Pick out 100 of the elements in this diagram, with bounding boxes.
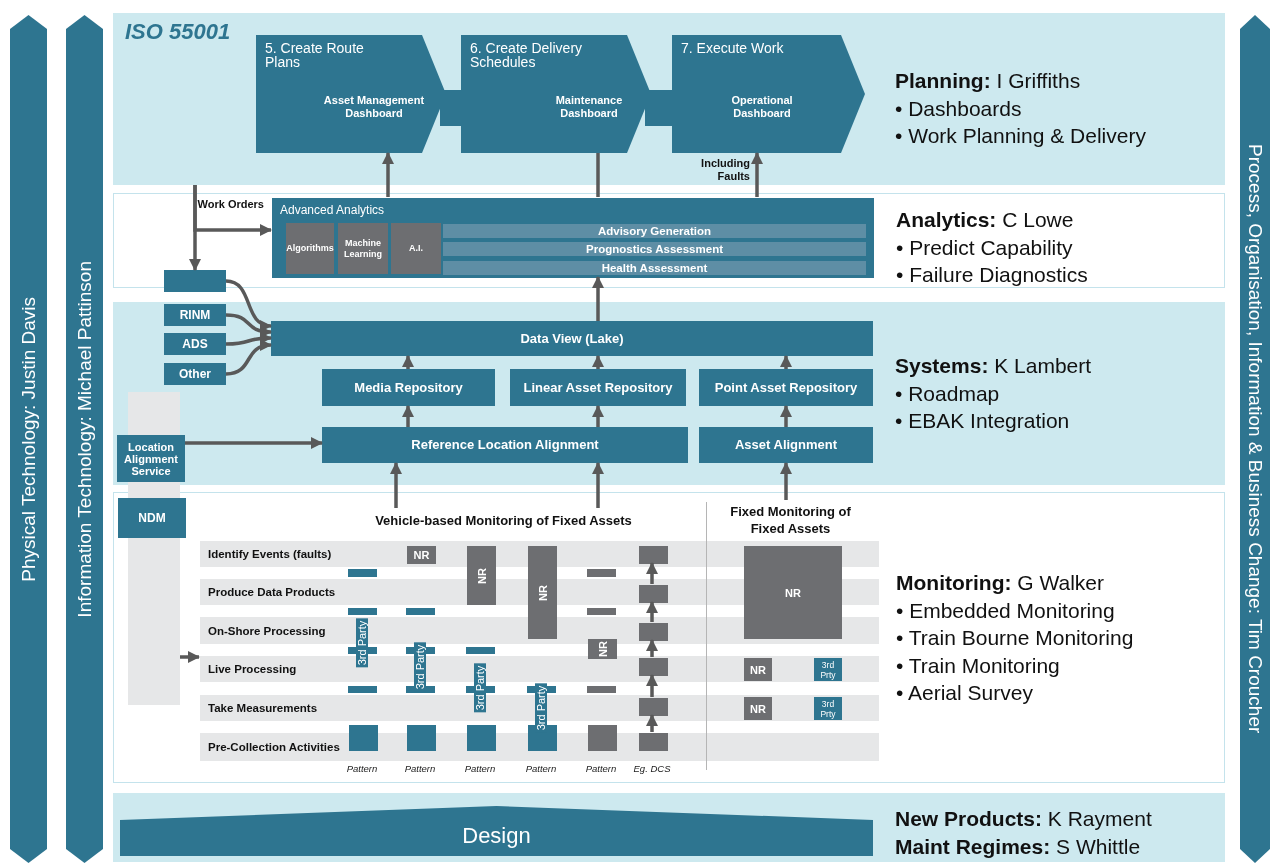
step-title: 7. Execute Work (681, 41, 784, 55)
arrow (780, 355, 792, 369)
panel-heading: Advanced Analytics (280, 203, 385, 217)
step-title: 5. Create Route Plans (265, 41, 365, 69)
third-party-box (814, 658, 842, 681)
pattern-box (467, 725, 496, 751)
column-caption: Pattern (404, 762, 436, 774)
arrow (390, 462, 402, 508)
edge-label: Work Orders (196, 198, 264, 211)
pattern-box (349, 725, 378, 751)
column-caption: Eg. DCS (633, 762, 671, 774)
arrow (592, 355, 604, 369)
bullet-item: • Predict Capability (896, 234, 1073, 261)
stage-name: Take Measurements (208, 702, 318, 714)
connector-line (596, 153, 600, 197)
column-caption: Pattern (464, 762, 496, 774)
stage-name: Live Processing (208, 663, 297, 675)
system-name: Media Repository (354, 380, 463, 395)
system-box (510, 369, 686, 406)
analysis-name: Health Assessment (601, 261, 708, 275)
design-banner (120, 806, 873, 856)
nr-box (744, 658, 772, 681)
system-box (164, 304, 226, 326)
status-text: NR (536, 584, 549, 601)
section-heading: Fixed Monitoring of Fixed Assets (723, 501, 858, 539)
process-box (639, 585, 668, 603)
arrow (592, 462, 604, 508)
banner-text: Physical Technology: Justin Davis (17, 296, 40, 582)
arrow (646, 562, 658, 584)
status-text: NR (413, 549, 430, 561)
system-name: Asset Alignment (734, 438, 838, 452)
method-name: Machine Learning (343, 237, 383, 260)
column-caption: Pattern (346, 762, 378, 774)
system-name: Location Alignment Service (123, 440, 179, 477)
bullet-item: • Embedded Monitoring (896, 597, 1115, 624)
system-box (164, 363, 226, 385)
bullet-item: • Work Planning & Delivery (895, 123, 1146, 149)
dashboard-name: Maintenance Dashboard (554, 94, 624, 120)
owner-line: Maint Regimes: S Whittle (895, 833, 1141, 860)
system-name: NDM (138, 511, 166, 525)
method-box (286, 223, 334, 274)
bullet-item: • Failure Diagnostics (896, 262, 1088, 288)
banner-text: Process, Organisation, Information & Business Change: Tim Croucher (1244, 144, 1266, 734)
dashboard-name: Operational Dashboard (730, 94, 794, 120)
process-box (639, 623, 668, 641)
system-name: ADS (182, 337, 208, 351)
section-heading: Vehicle-based Monitoring of Fixed Assets (336, 509, 671, 531)
arrow (382, 152, 394, 197)
arrow (402, 355, 414, 369)
bullet-item: • Train Monitoring (896, 652, 1060, 679)
system-name: Linear Asset Repository (523, 380, 673, 395)
method-box (338, 223, 388, 274)
analysis-name: Prognostics Assessment (586, 242, 723, 256)
bullet-item: • Roadmap (895, 380, 1000, 407)
provider-label: 3rd Party (414, 642, 426, 692)
method-name: Algorithms (286, 243, 334, 254)
stage-name: Identify Events (faults) (208, 548, 332, 560)
owner-line: New Products: K Rayment (895, 806, 1152, 832)
system-box (118, 498, 186, 538)
process-box (639, 546, 668, 564)
owner-line: Monitoring: G Walker (896, 570, 1105, 596)
dashboard-name: Asset Management Dashboard (322, 94, 426, 120)
nr-box (467, 546, 496, 605)
owner-line: Systems: K Lambert (895, 353, 1092, 379)
layer-band (113, 793, 1225, 862)
analysis-bar (443, 242, 866, 256)
system-name: Data View (Lake) (520, 331, 624, 346)
arrow (402, 405, 414, 427)
side-banner (1240, 15, 1270, 863)
system-name: Reference Location Alignment (411, 438, 599, 452)
system-box (322, 369, 495, 406)
process-box (639, 658, 668, 676)
bullet-item: • Aerial Survey (896, 680, 1033, 706)
system-box (322, 427, 688, 463)
step-title: 6. Create Delivery Schedules (470, 41, 584, 69)
arrow (751, 152, 763, 197)
system-name: Point Asset Repository (714, 380, 858, 395)
provider-text: 3rd Prty (819, 698, 837, 719)
arrow (780, 405, 792, 427)
system-name: Other (179, 367, 211, 381)
standard-heading: ISO 55001 (125, 19, 231, 45)
column-caption: Pattern (585, 762, 617, 774)
arrow (225, 332, 272, 346)
method-box (391, 223, 441, 274)
arrow (225, 313, 272, 338)
status-text: NR (750, 663, 766, 676)
column-caption: Pattern (525, 762, 557, 774)
arrow (646, 714, 658, 732)
system-box (699, 427, 873, 463)
status-text: NR (475, 567, 488, 584)
bullet-item: • EBAK Integration (895, 408, 1070, 434)
nr-box (528, 546, 557, 639)
system-box (164, 270, 226, 292)
provider-label: 3rd Party (474, 663, 486, 713)
process-box (639, 733, 668, 751)
nr-box (744, 546, 842, 639)
side-banner (10, 15, 47, 863)
arrow (646, 601, 658, 622)
status-text: NR (750, 702, 766, 715)
arrow (592, 276, 604, 321)
